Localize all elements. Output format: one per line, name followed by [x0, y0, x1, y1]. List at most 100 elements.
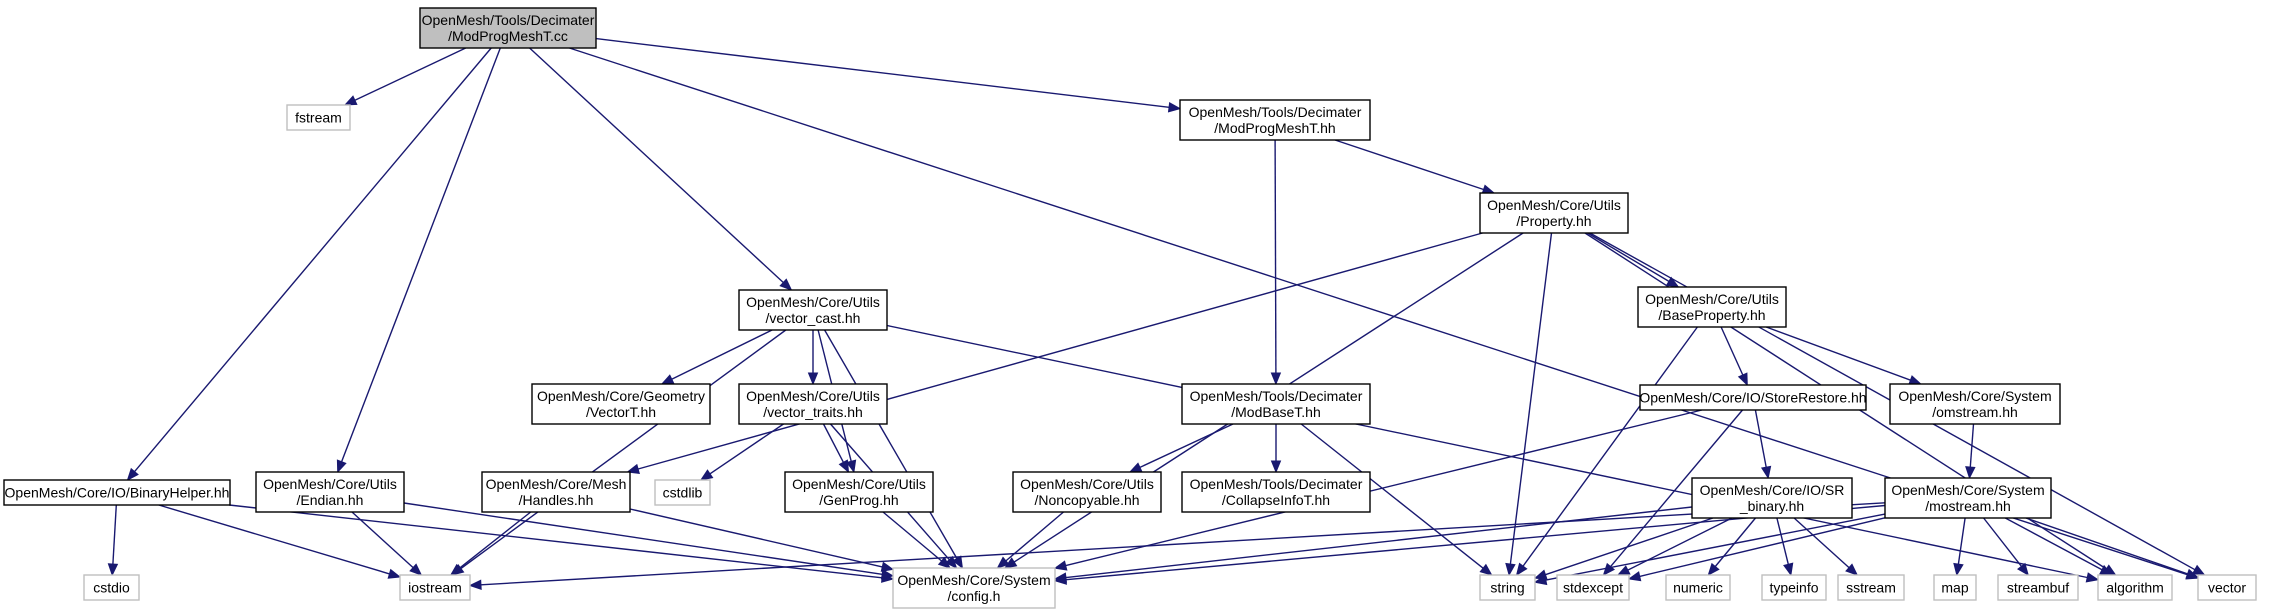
node-box — [1181, 383, 1371, 425]
node-label-line: _binary.hh — [1739, 498, 1804, 514]
node-box — [1889, 383, 2061, 425]
node-root[interactable]: OpenMesh/Tools/Decimater/ModProgMeshT.cc — [419, 7, 597, 49]
node-binaryhelper[interactable]: OpenMesh/Core/IO/BinaryHelper.hh — [3, 479, 231, 506]
edge-root-to-modprogmesh_hh — [595, 37, 1182, 113]
edge-modprogmesh_hh-to-modbase — [1270, 139, 1282, 386]
edge-property-to-string — [1505, 232, 1553, 577]
node-label-line: OpenMesh/Core/System — [897, 572, 1050, 588]
edge-root-to-vector_cast — [529, 47, 793, 291]
node-label-line: fstream — [295, 110, 342, 126]
edge-binaryhelper-to-iostream — [158, 504, 402, 579]
node-collapseinfo[interactable]: OpenMesh/Tools/Decimater/CollapseInfoT.h… — [1181, 471, 1371, 513]
node-config[interactable]: OpenMesh/Core/System/config.h — [892, 567, 1056, 609]
edge-modprogmesh_hh-to-property — [1334, 139, 1496, 195]
node-box — [3, 479, 231, 506]
node-numeric[interactable]: numeric — [1665, 574, 1731, 601]
node-box — [286, 104, 351, 131]
node-label-line: map — [1941, 580, 1968, 596]
node-label-line: OpenMesh/Core/Utils — [1020, 476, 1154, 492]
edge-modbase-to-string — [1300, 423, 1493, 576]
node-label-line: OpenMesh/Core/Utils — [746, 294, 880, 310]
node-box — [1837, 574, 1905, 601]
node-box — [481, 471, 631, 513]
node-omstream[interactable]: OpenMesh/Core/System/omstream.hh — [1889, 383, 2061, 425]
node-fstream[interactable]: fstream — [286, 104, 351, 131]
node-label-line: iostream — [408, 580, 462, 596]
node-stdexcept[interactable]: stdexcept — [1556, 574, 1630, 601]
node-vector_cast[interactable]: OpenMesh/Core/Utils/vector_cast.hh — [738, 289, 888, 331]
node-label-line: sstream — [1846, 580, 1896, 596]
edge-mostream-to-streambuf — [1983, 517, 2030, 577]
node-sr_binary[interactable]: OpenMesh/Core/IO/SR_binary.hh — [1691, 477, 1853, 519]
node-handles[interactable]: OpenMesh/Core/Mesh/Handles.hh — [481, 471, 631, 513]
edge-storerestore-to-stdexcept — [1602, 409, 1744, 577]
node-vectort[interactable]: OpenMesh/Core/Geometry/VectorT.hh — [531, 383, 711, 425]
edge-sr_binary-to-typeinfo — [1776, 517, 1794, 577]
edge-vector_traits-to-genprog — [822, 423, 850, 474]
node-box — [738, 383, 888, 425]
node-cstdio[interactable]: cstdio — [83, 574, 140, 601]
edge-handles-to-config — [629, 508, 895, 572]
edge-genprog-to-config — [882, 511, 952, 569]
node-box — [1691, 477, 1853, 519]
edge-root-to-binaryhelper — [126, 47, 492, 482]
node-label-line: OpenMesh/Core/System — [1898, 388, 2051, 404]
node-label-line: /omstream.hh — [1932, 404, 2018, 420]
node-label-line: typeinfo — [1769, 580, 1818, 596]
node-label-line: OpenMesh/Core/IO/StoreRestore.hh — [1639, 390, 1866, 406]
node-label-line: OpenMesh/Tools/Decimater — [1190, 388, 1363, 404]
node-box — [1665, 574, 1731, 601]
edge-vector_cast-to-vectort — [660, 329, 773, 385]
node-baseproperty[interactable]: OpenMesh/Core/Utils/BaseProperty.hh — [1637, 286, 1787, 328]
node-map[interactable]: map — [1933, 574, 1977, 601]
node-modprogmesh_hh[interactable]: OpenMesh/Tools/Decimater/ModProgMeshT.hh — [1179, 99, 1371, 141]
edge-baseproperty-to-omstream — [1765, 326, 1923, 385]
node-label-line: OpenMesh/Core/System — [1891, 482, 2044, 498]
edge-root-to-endian — [336, 47, 501, 474]
node-cstdlib[interactable]: cstdlib — [654, 479, 711, 506]
node-property[interactable]: OpenMesh/Core/Utils/Property.hh — [1479, 192, 1629, 234]
node-typeinfo[interactable]: typeinfo — [1761, 574, 1827, 601]
edge-storerestore-to-config — [1053, 409, 1703, 571]
node-box — [399, 574, 471, 601]
node-label-line: OpenMesh/Core/Utils — [792, 476, 926, 492]
node-vector[interactable]: vector — [2197, 574, 2257, 601]
edge-omstream-to-mostream — [1965, 423, 1976, 480]
node-mostream[interactable]: OpenMesh/Core/System/mostream.hh — [1884, 477, 2052, 519]
node-string[interactable]: string — [1479, 574, 1536, 601]
edge-handles-to-iostream — [449, 511, 532, 576]
node-label-line: cstdlib — [663, 485, 703, 501]
node-label-line: /VectorT.hh — [586, 404, 656, 420]
node-label-line: OpenMesh/Core/Geometry — [537, 388, 705, 404]
node-label-line: /ModProgMeshT.hh — [1214, 120, 1335, 136]
node-label-line: /CollapseInfoT.hh — [1222, 492, 1330, 508]
node-vector_traits[interactable]: OpenMesh/Core/Utils/vector_traits.hh — [738, 383, 888, 425]
node-box — [1479, 192, 1629, 234]
edge-property-to-handles — [626, 232, 1483, 474]
node-label-line: stdexcept — [1563, 580, 1623, 596]
edge-sr_binary-to-sstream — [1793, 517, 1859, 576]
node-box — [1884, 477, 2052, 519]
node-box — [1637, 286, 1787, 328]
node-box — [2097, 574, 2173, 601]
edge-sr_binary-to-numeric — [1707, 517, 1757, 577]
node-genprog[interactable]: OpenMesh/Core/Utils/GenProg.hh — [784, 471, 934, 513]
node-streambuf[interactable]: streambuf — [1997, 574, 2079, 601]
node-sstream[interactable]: sstream — [1837, 574, 1905, 601]
node-label-line: /BaseProperty.hh — [1658, 307, 1765, 323]
edge-vector_cast-to-vector_traits — [807, 330, 819, 386]
node-box — [2197, 574, 2257, 601]
node-label-line: streambuf — [2007, 580, 2069, 596]
node-iostream[interactable]: iostream — [399, 574, 471, 601]
node-noncopyable[interactable]: OpenMesh/Core/Utils/Noncopyable.hh — [1012, 471, 1162, 513]
node-algorithm[interactable]: algorithm — [2097, 574, 2173, 601]
node-label-line: /config.h — [948, 588, 1001, 604]
node-storerestore[interactable]: OpenMesh/Core/IO/StoreRestore.hh — [1639, 384, 1867, 411]
edge-property-to-baseproperty — [1587, 232, 1680, 288]
node-modbase[interactable]: OpenMesh/Tools/Decimater/ModBaseT.hh — [1181, 383, 1371, 425]
node-box — [1179, 99, 1371, 141]
edge-binaryhelper-to-cstdio — [107, 504, 119, 577]
node-box — [1556, 574, 1630, 601]
node-endian[interactable]: OpenMesh/Core/Utils/Endian.hh — [255, 471, 405, 513]
node-box — [531, 383, 711, 425]
